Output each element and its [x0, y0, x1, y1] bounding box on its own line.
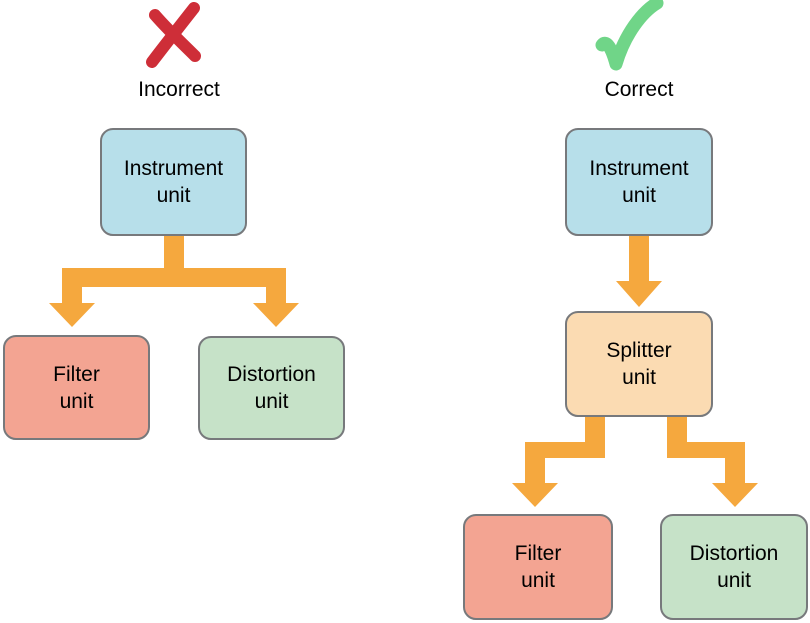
incorrect-label: Incorrect — [138, 78, 220, 101]
x-icon — [146, 2, 201, 68]
node-label: Instrument unit — [589, 157, 689, 207]
node-distortion-unit: Distortion unit — [198, 336, 345, 440]
elbow-arrow-right — [667, 417, 758, 507]
node-label: Filter unit — [53, 362, 100, 413]
node-distortion-unit: Distortion unit — [660, 514, 808, 620]
check-icon — [595, 0, 664, 71]
down-arrow — [616, 236, 662, 307]
node-instrument-unit: Instrument unit — [100, 128, 247, 236]
node-label: Instrument unit — [123, 157, 224, 207]
node-label: Distortion unit — [689, 542, 779, 592]
elbow-arrow-left — [512, 417, 605, 507]
node-filter-unit: Filter unit — [463, 514, 613, 620]
branch-arrow — [49, 236, 299, 327]
node-label: Splitter unit — [606, 339, 672, 389]
node-label: Filter unit — [514, 542, 562, 592]
node-instrument-unit: Instrument unit — [565, 128, 713, 236]
node-label: Distortion unit — [227, 363, 316, 413]
correct-label: Correct — [604, 78, 674, 101]
node-filter-unit: Filter unit — [3, 335, 150, 440]
node-splitter-unit: Splitter unit — [565, 311, 713, 417]
